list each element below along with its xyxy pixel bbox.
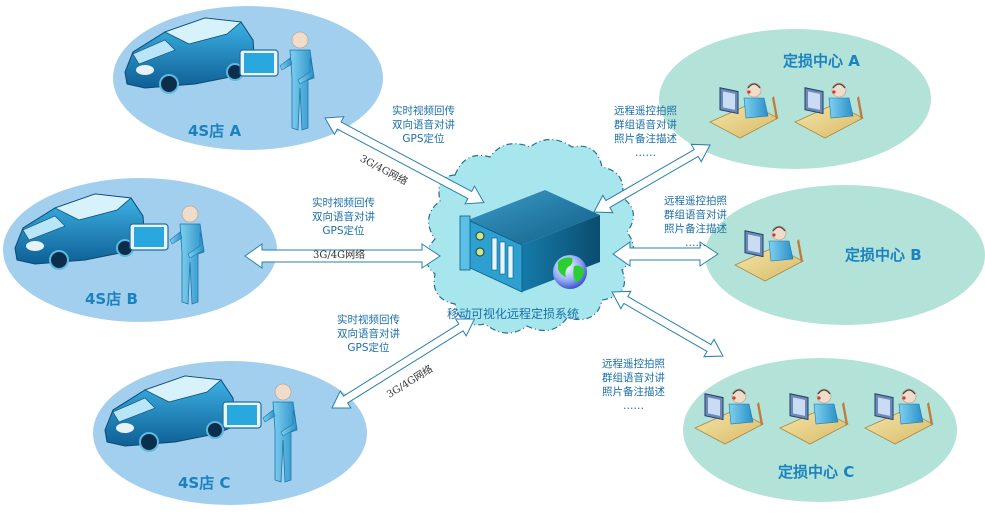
feature-text: 双向语音对讲	[312, 211, 375, 223]
shop-c-label: 4S店 C	[178, 474, 231, 492]
feature-text: 远程遥控拍照	[602, 358, 665, 370]
center-a-link-features: 远程遥控拍照 群组语音对讲 照片备注描述 ……	[614, 104, 677, 160]
hub-cloud	[425, 138, 634, 334]
feature-text: 双向语音对讲	[392, 119, 455, 131]
shop-b-label: 4S店 B	[85, 290, 138, 308]
center-a-label: 定损中心 A	[783, 52, 860, 70]
center-b-label: 定损中心 B	[845, 246, 922, 264]
center-c-link-features: 远程遥控拍照 群组语音对讲 照片备注描述 ……	[602, 357, 665, 413]
globe-icon	[553, 255, 587, 289]
feature-text: 远程遥控拍照	[664, 195, 727, 207]
feature-text: ……	[685, 237, 706, 249]
feature-text: GPS定位	[347, 342, 390, 354]
shop-b-group	[3, 178, 277, 322]
shop-b-network-label: 3G/4G网络	[313, 250, 366, 261]
shop-a-link-features: 实时视频回传 双向语音对讲 GPS定位	[392, 104, 455, 146]
feature-text: 照片备注描述	[602, 386, 665, 398]
feature-text: 照片备注描述	[614, 133, 677, 145]
feature-text: 实时视频回传	[312, 197, 375, 209]
arrow-hub-center-a	[593, 143, 711, 214]
feature-text: 群组语音对讲	[664, 209, 727, 221]
feature-text: 实时视频回传	[337, 314, 400, 326]
server-icon	[459, 190, 600, 293]
center-c-label: 定损中心 C	[778, 463, 855, 481]
feature-text: GPS定位	[322, 225, 365, 237]
arrow-hub-center-b	[612, 241, 719, 267]
feature-text: 群组语音对讲	[614, 119, 677, 131]
shop-a-group	[113, 6, 383, 150]
link-arrows	[244, 116, 724, 409]
shop-c-link-features: 实时视频回传 双向语音对讲 GPS定位	[337, 313, 400, 355]
feature-text: ……	[635, 147, 656, 159]
arrow-shop-a-hub	[324, 116, 485, 205]
center-b-link-features: 远程遥控拍照 群组语音对讲 照片备注描述 ……	[664, 194, 727, 250]
feature-text: 实时视频回传	[392, 105, 455, 117]
feature-text: GPS定位	[402, 133, 445, 145]
shop-a-label: 4S店 A	[188, 122, 242, 140]
shop-b-link-features: 实时视频回传 双向语音对讲 GPS定位	[312, 196, 375, 238]
shop-c-group	[93, 361, 367, 505]
feature-text: 群组语音对讲	[602, 372, 665, 384]
feature-text: 远程遥控拍照	[614, 105, 677, 117]
arrow-hub-center-c	[611, 290, 724, 358]
hub-label: 移动可视化远程定损系统	[447, 307, 580, 321]
center-c-group	[683, 358, 957, 502]
arrow-shop-c-hub	[331, 318, 476, 409]
arrow-shop-b-hub	[244, 243, 441, 269]
center-a-ellipse	[659, 29, 931, 169]
center-b-ellipse	[705, 185, 985, 325]
center-a-group	[659, 29, 931, 169]
feature-text: 照片备注描述	[664, 223, 727, 235]
feature-text: 双向语音对讲	[337, 328, 400, 340]
feature-text: ……	[623, 400, 644, 412]
center-b-group	[705, 185, 985, 325]
